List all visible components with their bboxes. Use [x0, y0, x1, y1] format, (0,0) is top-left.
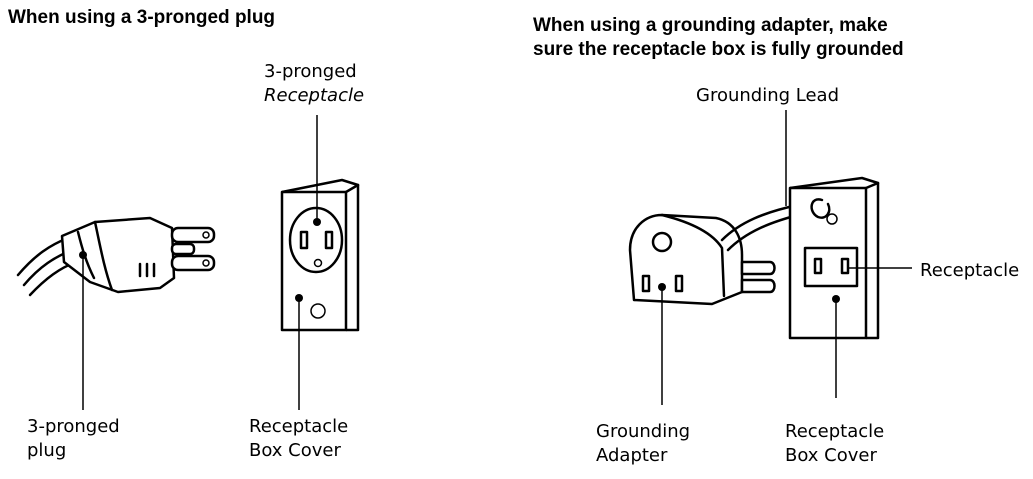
adapter-slot-left — [641, 274, 651, 293]
label-grounding-adapter: Grounding Adapter — [596, 420, 690, 468]
adapter-prong-bottom — [740, 278, 776, 294]
label-3-pronged-receptacle-line-2: Receptacle — [264, 85, 365, 106]
grounding-lead-loop — [810, 198, 831, 219]
plug-prong-hole-bottom — [202, 259, 210, 267]
left-receptacle-box-illustration — [280, 115, 360, 410]
label-3-pronged-plug-line-1: 3-pronged — [27, 416, 120, 437]
adapter-edge — [660, 213, 726, 298]
plug-prong-top — [170, 226, 216, 244]
plug-ground-pin — [170, 242, 196, 256]
right-panel-heading-line-1: When using a grounding adapter, make — [533, 15, 888, 36]
adapter-ground-hole — [651, 231, 673, 253]
adapter-prong-top — [740, 260, 776, 276]
right-receptacle-slot-left — [813, 257, 823, 275]
label-grounding-lead: Grounding Lead — [696, 85, 840, 106]
label-right-box-cover-line-2: Box Cover — [785, 445, 877, 466]
right-receptacle-box-illustration — [785, 110, 912, 398]
right-receptacle-slot-right — [840, 257, 850, 275]
left-panel-heading: When using a 3-pronged plug — [8, 7, 276, 28]
grounding-adapter-illustration — [628, 198, 814, 405]
label-3-pronged-receptacle: 3-pronged Receptacle — [264, 60, 364, 108]
right-panel-heading: When using a grounding adapter, make sur… — [533, 14, 904, 62]
left-receptacle-face — [288, 206, 344, 274]
left-receptacle-slot-right — [324, 230, 334, 250]
plug-prong-bottom — [170, 254, 216, 272]
left-receptacle-ground-hole — [313, 258, 323, 268]
label-left-receptacle-box-cover: Receptacle Box Cover — [249, 415, 348, 463]
three-pronged-plug-illustration — [16, 216, 216, 410]
right-receptacle-face — [803, 246, 859, 288]
label-left-box-cover-line-1: Receptacle — [249, 416, 349, 437]
label-right-receptacle-box-cover: Receptacle Box Cover — [785, 420, 884, 468]
plug-body — [60, 216, 176, 294]
plug-body-ridge — [93, 220, 114, 292]
left-cover-screw — [310, 303, 326, 319]
label-grounding-adapter-line-2: Adapter — [596, 445, 668, 466]
plug-prong-hole-top — [202, 231, 210, 239]
label-3-pronged-plug-line-2: plug — [27, 440, 67, 461]
label-right-box-cover-line-1: Receptacle — [785, 421, 885, 442]
left-box-top-edge — [344, 183, 360, 194]
label-right-receptacle: Receptacle — [920, 260, 1020, 281]
adapter-slot-right — [674, 274, 684, 293]
right-panel-heading-line-2: sure the receptacle box is fully grounde… — [533, 39, 904, 60]
right-cover-screw — [826, 213, 838, 225]
right-box-top-edge — [864, 181, 880, 190]
label-3-pronged-plug: 3-pronged plug — [27, 415, 120, 463]
label-3-pronged-receptacle-line-1: 3-pronged — [264, 61, 357, 82]
label-grounding-adapter-line-1: Grounding — [596, 421, 691, 442]
left-receptacle-slot-left — [299, 230, 309, 250]
label-left-box-cover-line-2: Box Cover — [249, 440, 341, 461]
